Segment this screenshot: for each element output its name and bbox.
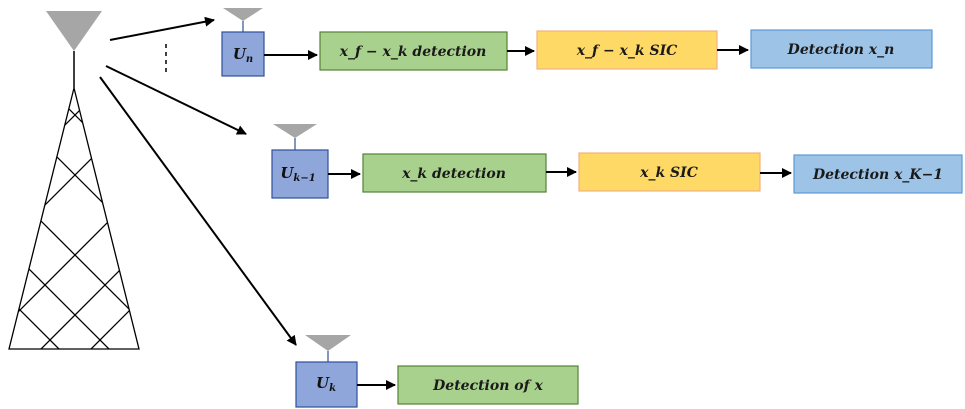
user-box: Un xyxy=(221,31,265,77)
user-n-antenna-icon xyxy=(223,8,263,21)
user-k-1-antenna-icon xyxy=(273,124,317,138)
tower-lattice-icon xyxy=(8,87,140,350)
svg-text:x_k detection: x_k detection xyxy=(401,166,506,182)
user-box: Uk−1 xyxy=(271,149,329,199)
svg-text:x_f − x_k SIC: x_f − x_k SIC xyxy=(576,43,678,59)
svg-text:Detection x_n: Detection x_n xyxy=(787,42,895,58)
final-detection-box: Detection x_K−1 xyxy=(793,154,963,194)
base-station xyxy=(8,11,140,350)
row-middle: Uk−1 x_k detection x_k SIC Detection x_K… xyxy=(271,124,963,199)
svg-text:Uk: Uk xyxy=(316,374,336,394)
detection-box: x_f − x_k detection xyxy=(319,31,508,71)
svg-text:Detection x_K−1: Detection x_K−1 xyxy=(812,167,943,183)
detection-box: x_k detection xyxy=(362,153,547,193)
svg-text:Detection of x: Detection of x xyxy=(432,378,543,394)
user-box: Uk xyxy=(295,361,358,408)
user-k-antenna-icon xyxy=(305,335,351,351)
final-detection-box: Detection of x xyxy=(397,365,579,405)
sic-box: x_k SIC xyxy=(578,152,761,192)
row-bottom: Uk Detection of x xyxy=(295,335,579,408)
svg-text:x_f − x_k detection: x_f − x_k detection xyxy=(339,44,487,60)
sic-box: x_f − x_k SIC xyxy=(536,30,718,70)
svg-text:x_k SIC: x_k SIC xyxy=(639,165,698,181)
base-station-antenna-icon xyxy=(46,11,102,51)
svg-text:Uk−1: Uk−1 xyxy=(280,164,315,184)
broadcast-arrows xyxy=(99,16,297,346)
final-detection-box: Detection x_n xyxy=(750,29,933,69)
svg-text:Un: Un xyxy=(233,45,253,65)
row-top: Un x_f − x_k detection x_f − x_k SIC Det… xyxy=(221,8,933,77)
